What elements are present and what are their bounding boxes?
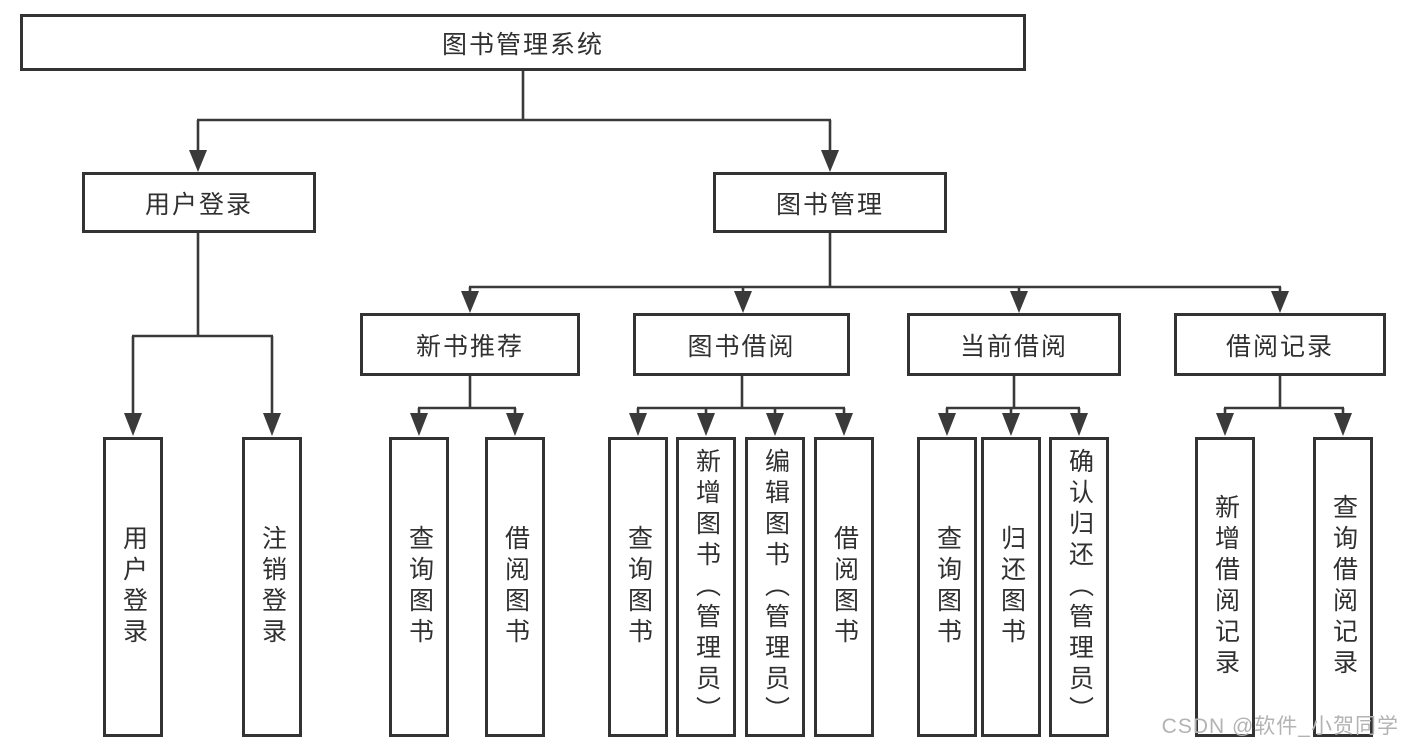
node-leaf-confirm-return-admin: 确认归还（管理员） [1049,437,1109,737]
connector-current-borrow-children [938,376,1088,436]
node-current-borrow: 当前借阅 [907,313,1121,376]
connector-root-to-level2 [189,70,839,172]
node-book-management-module: 图书管理 [713,172,947,233]
connector-new-book-recommend-children [410,376,524,436]
node-new-book-recommend: 新书推荐 [360,313,580,376]
node-leaf-query-books-recommend: 查询图书 [389,437,449,737]
node-leaf-query-books-current: 查询图书 [917,437,977,737]
node-leaf-borrow-books: 借阅图书 [814,437,874,737]
node-leaf-add-books-admin: 新增图书（管理员） [676,437,736,737]
connector-user-login-children [124,233,281,436]
node-leaf-add-borrow-record: 新增借阅记录 [1195,437,1255,737]
connector-book-management-children [461,233,1289,313]
node-borrow-records: 借阅记录 [1174,313,1386,376]
connector-borrow-records-children [1216,376,1352,436]
connector-book-borrow-children [629,376,853,436]
node-book-borrow: 图书借阅 [633,313,850,376]
node-user-login-module: 用户登录 [82,172,316,233]
node-leaf-query-borrow-record: 查询借阅记录 [1313,437,1373,737]
node-leaf-edit-books-admin: 编辑图书（管理员） [745,437,805,737]
node-leaf-user-login: 用户登录 [103,437,163,737]
node-leaf-borrow-books-recommend: 借阅图书 [485,437,545,737]
node-leaf-query-books-borrow: 查询图书 [608,437,668,737]
node-leaf-return-books: 归还图书 [981,437,1041,737]
node-library-management-system: 图书管理系统 [20,14,1026,71]
node-leaf-logout: 注销登录 [242,437,302,737]
